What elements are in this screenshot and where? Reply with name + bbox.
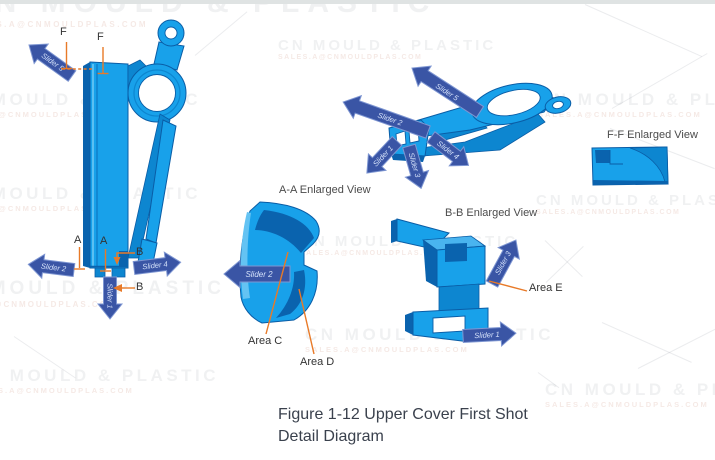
hook-hole-iso	[552, 100, 564, 110]
slider2-arrow-iso: Slider 2	[342, 94, 431, 139]
figure-caption-line2: Detail Diagram	[278, 428, 384, 445]
slider1-label: Slider 1	[106, 283, 115, 308]
bb-enlarged-part	[391, 218, 489, 343]
ff-view-title: F-F Enlarged View	[607, 129, 698, 141]
bb-view-title: B-B Enlarged View	[445, 207, 538, 219]
main-side-view-part	[83, 19, 187, 278]
slider2-arrow-main: Slider 2	[27, 253, 76, 280]
section-label-a2: A	[100, 235, 108, 247]
top-border	[0, 0, 715, 4]
slider2-label: Slider 2	[245, 270, 273, 279]
area-c-label: Area C	[248, 335, 283, 347]
section-label-b1: B	[136, 246, 144, 258]
section-label-f2: F	[97, 31, 104, 43]
b-leader	[116, 252, 135, 258]
hook-hole	[164, 26, 178, 40]
slider2-label: Slider 2	[40, 261, 67, 273]
watermark: CN MOULD & PLASTIC SALES.A@CNMOULDPLAS.C…	[536, 192, 715, 216]
watermark: CN MOULD & PLASTIC SALES.A@CNMOULDPLAS.C…	[545, 380, 715, 409]
area-d-label: Area D	[300, 356, 335, 368]
aa-view-title: A-A Enlarged View	[279, 184, 371, 196]
section-label-f1: F	[60, 26, 67, 38]
figure-caption-line1: Figure 1-12 Upper Cover First Shot	[278, 406, 528, 423]
slider1-label: Slider 1	[474, 330, 500, 340]
aa-enlarged-part	[239, 201, 320, 324]
area-d-leader	[298, 288, 315, 355]
section-label-b2: B	[136, 281, 144, 293]
watermark: CN MOULD & PLASTIC SALES.A@CNMOULDPLAS.C…	[278, 37, 497, 61]
slider3-arrow-iso: Slider 3	[402, 143, 430, 190]
boss-hole-iso	[486, 88, 541, 117]
slider3-arrow-bb: Slider 3	[485, 239, 520, 288]
watermark: CN MOULD & PLASTIC SALES.A@CNMOULDPLAS.C…	[0, 0, 438, 29]
ff-enlarged-part	[591, 146, 669, 186]
slider4-arrow-main: Slider 4	[132, 251, 182, 278]
watermark: CN MOULD & PLASTIC SALES.A@CNMOULDPLAS.C…	[0, 366, 220, 395]
section-label-a1: A	[74, 234, 82, 246]
slider1-arrow-main: Slider 1	[96, 276, 124, 320]
boss-hole	[138, 74, 176, 112]
watermark: CN MOULD & PLASTIC SALES.A@CNMOULDPLAS.C…	[538, 90, 715, 119]
figure-caption: Figure 1-12 Upper Cover First Shot Detai…	[278, 404, 528, 448]
slider1-arrow-bb: Slider 1	[462, 321, 517, 348]
slider4-label: Slider 4	[142, 259, 168, 271]
slider2-arrow-aa: Slider 2	[223, 259, 291, 289]
area-c-leader	[265, 251, 289, 335]
area-e-label: Area E	[529, 282, 563, 294]
slider5-arrow-main: Slider 5	[28, 43, 77, 82]
area-e-leader	[488, 280, 528, 292]
leader-lines	[61, 42, 528, 355]
